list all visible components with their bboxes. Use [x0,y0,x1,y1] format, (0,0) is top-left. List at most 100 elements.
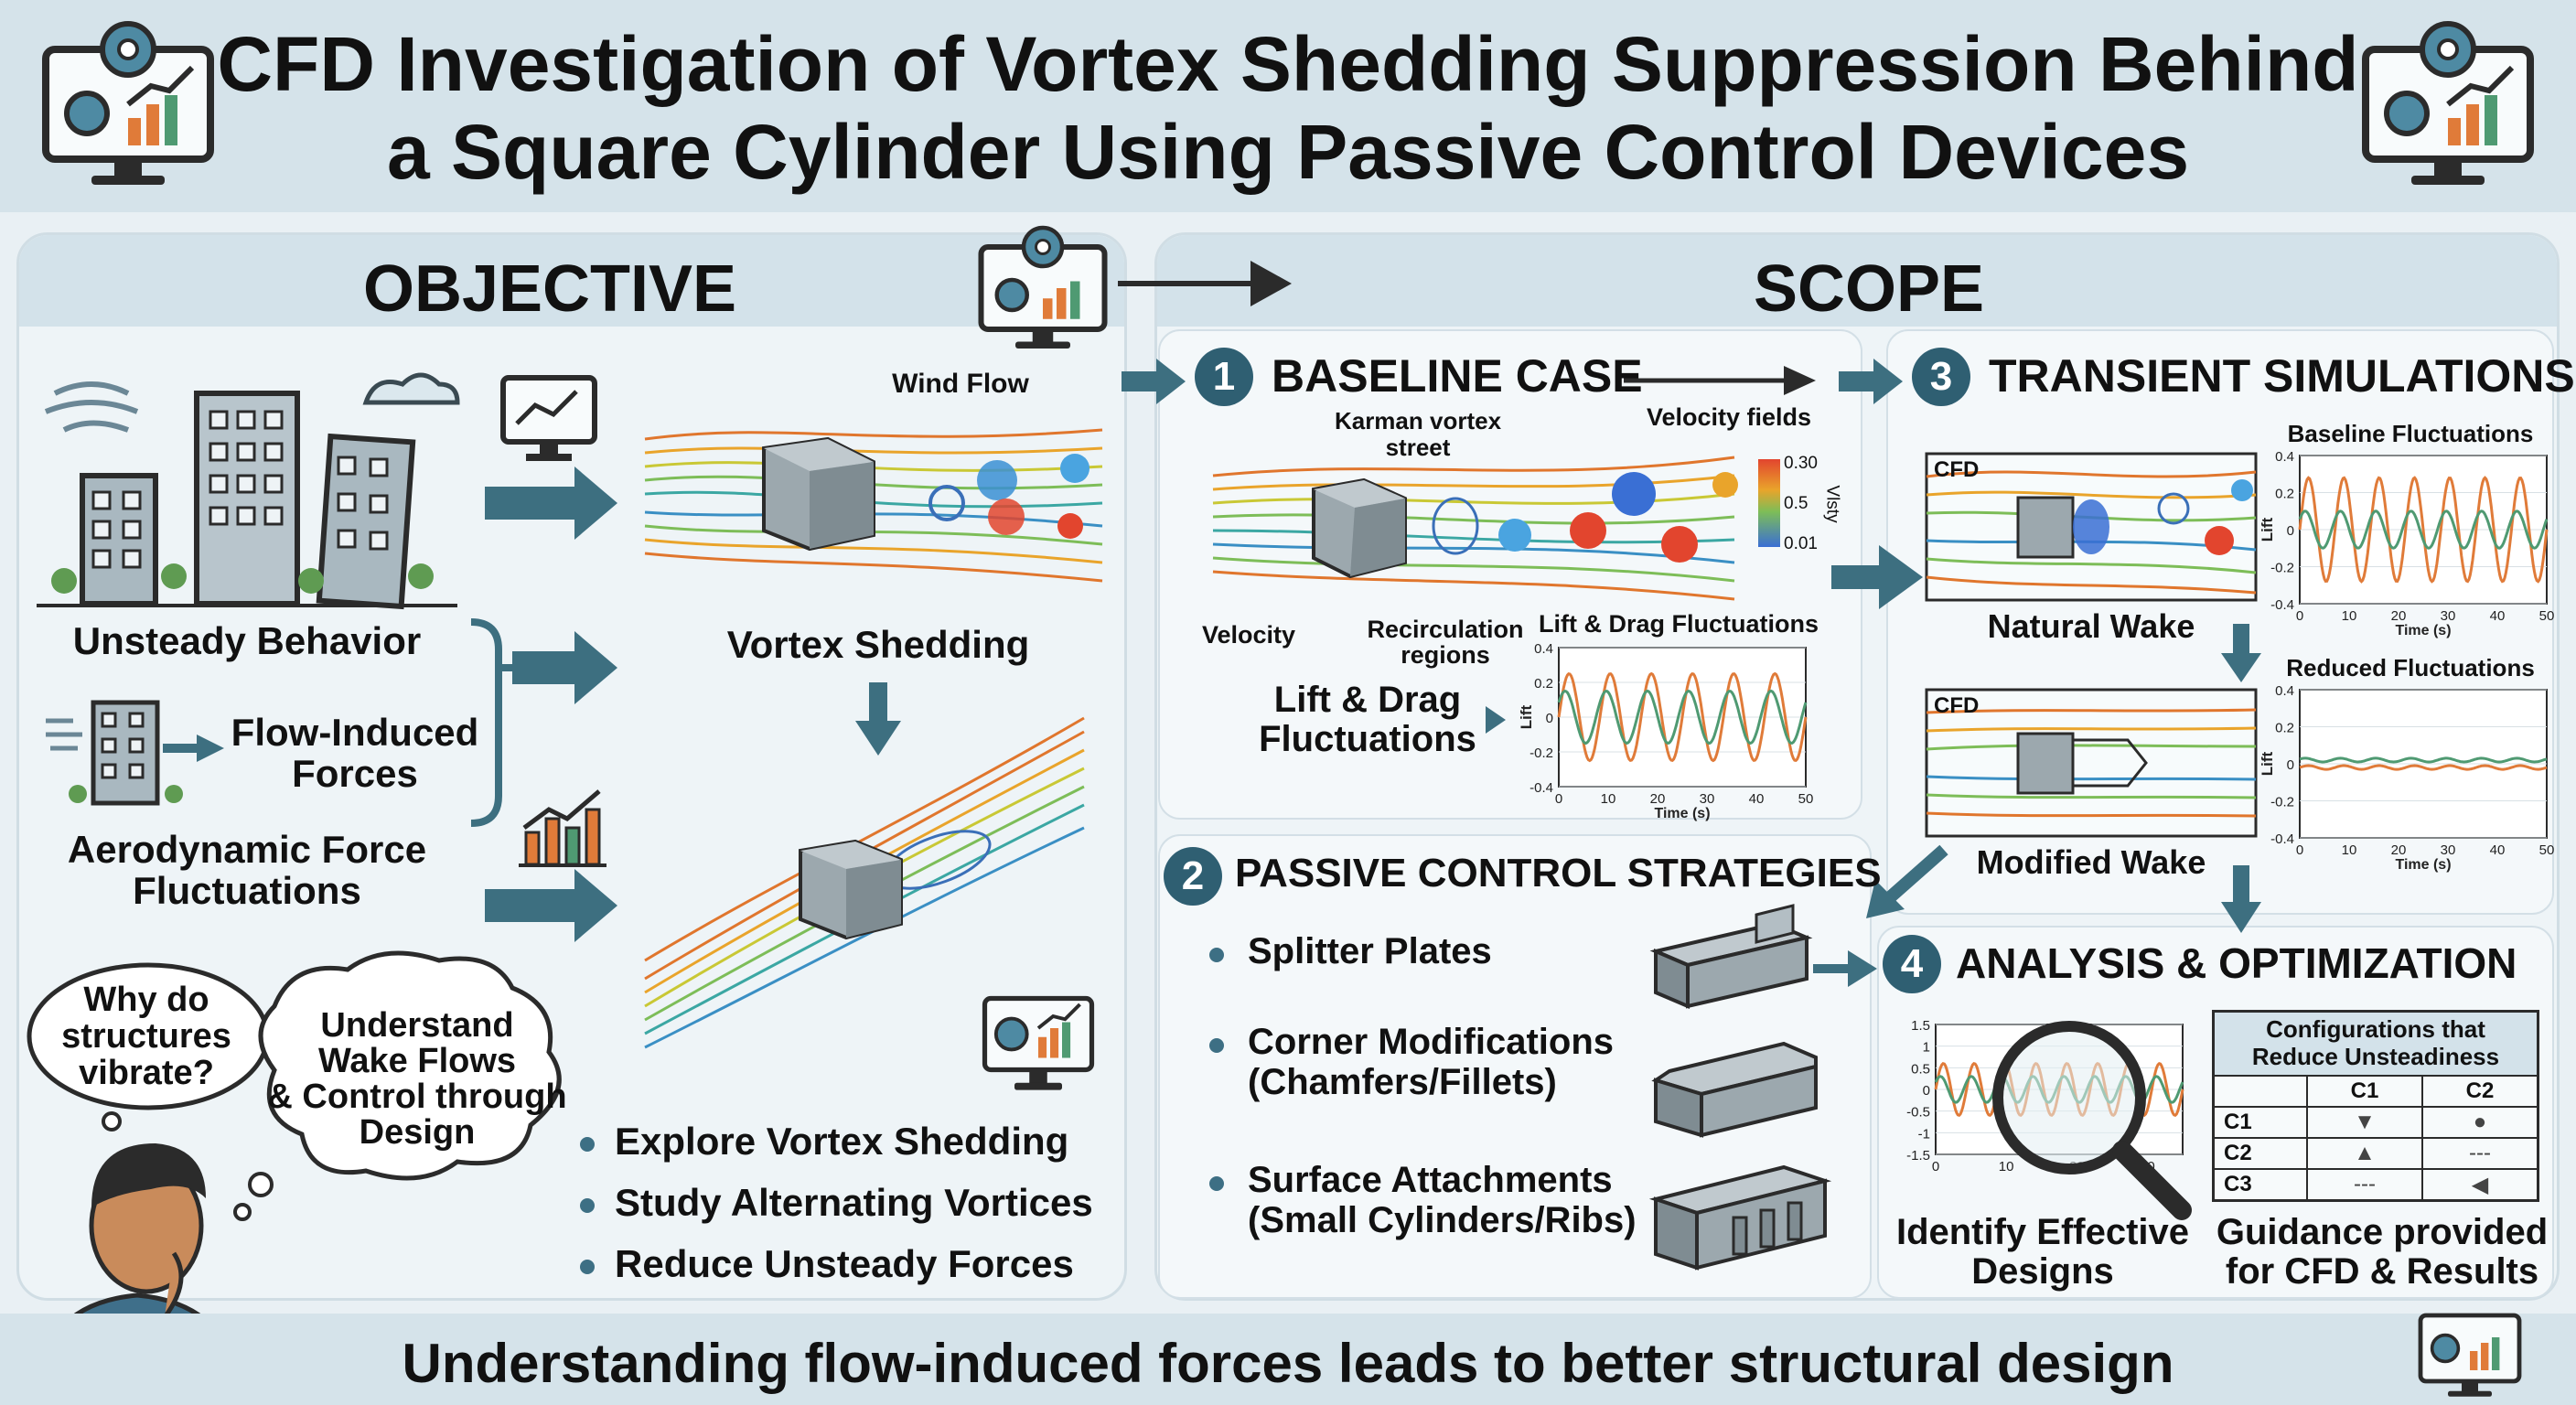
table-cell: --- [2354,1172,2376,1196]
passive-control-title: PASSIVE CONTROL STRATEGIES [1235,851,1882,896]
chart-x-axis-label: Time (s) [1654,806,1710,821]
recirculation-line-1: Recirculation [1367,616,1524,643]
footer-bar [0,1314,2576,1405]
table-header-line-2: Reduce Unsteadiness [2251,1042,2500,1070]
velocity-fields-label: Velocity fields [1646,403,1812,431]
karman-line-1: Karman vortex [1334,407,1502,434]
arrow-right-icon [1624,366,1816,395]
table-header: Configurations that Reduce Unsteadiness [2215,1013,2537,1075]
arrow-down-icon [2221,624,2261,682]
thought-line-1: Understand [320,1006,514,1045]
chart-x-tick-label: 40 [2490,842,2506,858]
chart-series-line [1557,671,1808,763]
bullet-dot [580,1137,595,1152]
chart-x-tick-label: 50 [2539,608,2555,624]
thought-line-2: Wake Flows [317,1042,517,1081]
bullet-dot [1209,1038,1224,1053]
chart-y-axis-label: Lift [1518,704,1535,729]
flow-field-modified-figure [644,716,1085,1049]
objective-connectors [470,467,617,942]
transient-title: TRANSIENT SIMULATIONS [1989,350,2575,402]
bullet-dot [1209,1176,1224,1191]
bullet-dot [1209,948,1224,962]
identify-label: Identify Effective Designs [1892,1212,2194,1292]
colorbar-label: Vlsty [1822,485,1842,523]
karman-label: Karman vortex street [1299,408,1537,460]
guidance-line-2: for CFD & Results [2225,1251,2539,1292]
section-number-badge: 3 [1912,348,1970,406]
table-row-label: C2 [2224,1141,2252,1165]
section-number-badge: 2 [1164,847,1222,906]
baseline-fluct-title: Baseline Fluctuations [2287,420,2534,447]
arrow-right-icon [1118,261,1292,306]
chart-x-tick-label: 0 [1555,791,1562,807]
natural-wake-figure [1925,452,2258,602]
arrow-right-icon [1122,359,1186,404]
baseline-case-title: BASELINE CASE [1272,350,1643,402]
monitor-analytics-icon [2362,21,2534,185]
thought-bubble [233,950,562,1221]
question-line-2: structures [61,1016,231,1056]
colorbar-tick-bottom: 0.01 [1784,534,1818,553]
flow-induced-forces-label: Flow-Induced Forces [227,712,483,795]
chart-y-tick-label: -0.2 [1530,745,1553,761]
small-building-icon [46,700,224,806]
title-bar [0,0,2576,212]
bullet-dot [580,1198,595,1213]
recirculation-line-2: regions [1401,641,1490,670]
monitor-analytics-icon [982,995,1095,1090]
chart-x-tick-label: 10 [2342,608,2357,624]
table-cell: ◀ [2471,1173,2489,1197]
karman-line-2: street [1385,433,1451,461]
chart-series-line [2298,509,2549,550]
arrow-down-icon [2221,865,2261,933]
chart-y-tick-label: 1 [1923,1040,1930,1056]
flow-induced-line: Flow-Induced [231,711,479,754]
chart-y-axis-label: Lift [2259,517,2276,542]
table-col-c2: C2 [2465,1078,2495,1103]
chart-y-tick-label: -1.5 [1906,1148,1930,1164]
chart-y-tick-label: -0.2 [2270,795,2294,810]
passive-item-3-line-1: Surface Attachments [1248,1160,1613,1200]
objective-heading: OBJECTIVE [362,252,737,326]
aero-force-fluct-label: Aerodynamic Force Fluctuations [37,829,457,912]
thought-line-3: & Control through [267,1078,567,1117]
guidance-line-1: Guidance provided [2216,1212,2549,1252]
vortex-shedding-label: Vortex Shedding [726,623,1030,666]
chart-x-tick-label: 0 [1932,1159,1939,1174]
chart-y-tick-label: 0 [1923,1083,1930,1099]
chart-x-tick-label: 20 [1650,791,1666,807]
table-cell: --- [2469,1141,2491,1165]
thought-line-4: Design [359,1113,476,1153]
chart-y-tick-label: 0.2 [2275,487,2294,502]
velocity-colorbar [1758,459,1780,547]
arrow-right-icon [1813,950,1877,987]
chart-x-tick-label: 30 [1700,791,1715,807]
passive-item-2-line-1: Corner Modifications [1248,1022,1615,1062]
colorbar-tick-mid: 0.5 [1784,494,1809,513]
arrow-right-icon [1839,359,1903,404]
chamfered-block-icon [1651,1041,1818,1138]
question-line-1: Why do [83,981,209,1019]
colorbar-tick-top: 0.30 [1784,454,1818,473]
chart-x-tick-label: 0 [2296,608,2303,624]
chart-y-tick-label: 0.4 [2275,449,2294,465]
chart-x-tick-label: 40 [2490,608,2506,624]
table-row-label: C3 [2224,1172,2252,1196]
arrow-right-icon [485,869,617,942]
arrow-down-left-icon [1866,844,1948,918]
chart-x-tick-label: 40 [1749,791,1765,807]
reduced-fluct-title: Reduced Fluctuations [2286,654,2535,681]
objective-bullet-1: Explore Vortex Shedding [615,1120,1069,1163]
monitor-chart-icon [500,375,597,461]
chart-y-axis-label: Lift [2259,751,2276,776]
cfd-tag: CFD [1934,457,1980,482]
scope-heading: SCOPE [1753,252,1985,326]
chart-y-tick-label: 0.2 [1534,676,1553,692]
title-line-1: CFD Investigation of Vortex Shedding Sup… [217,21,2359,107]
recirculation-label: Recirculation regions [1363,617,1528,669]
passive-item-3-line-2: (Small Cylinders/Ribs) [1248,1200,1637,1240]
